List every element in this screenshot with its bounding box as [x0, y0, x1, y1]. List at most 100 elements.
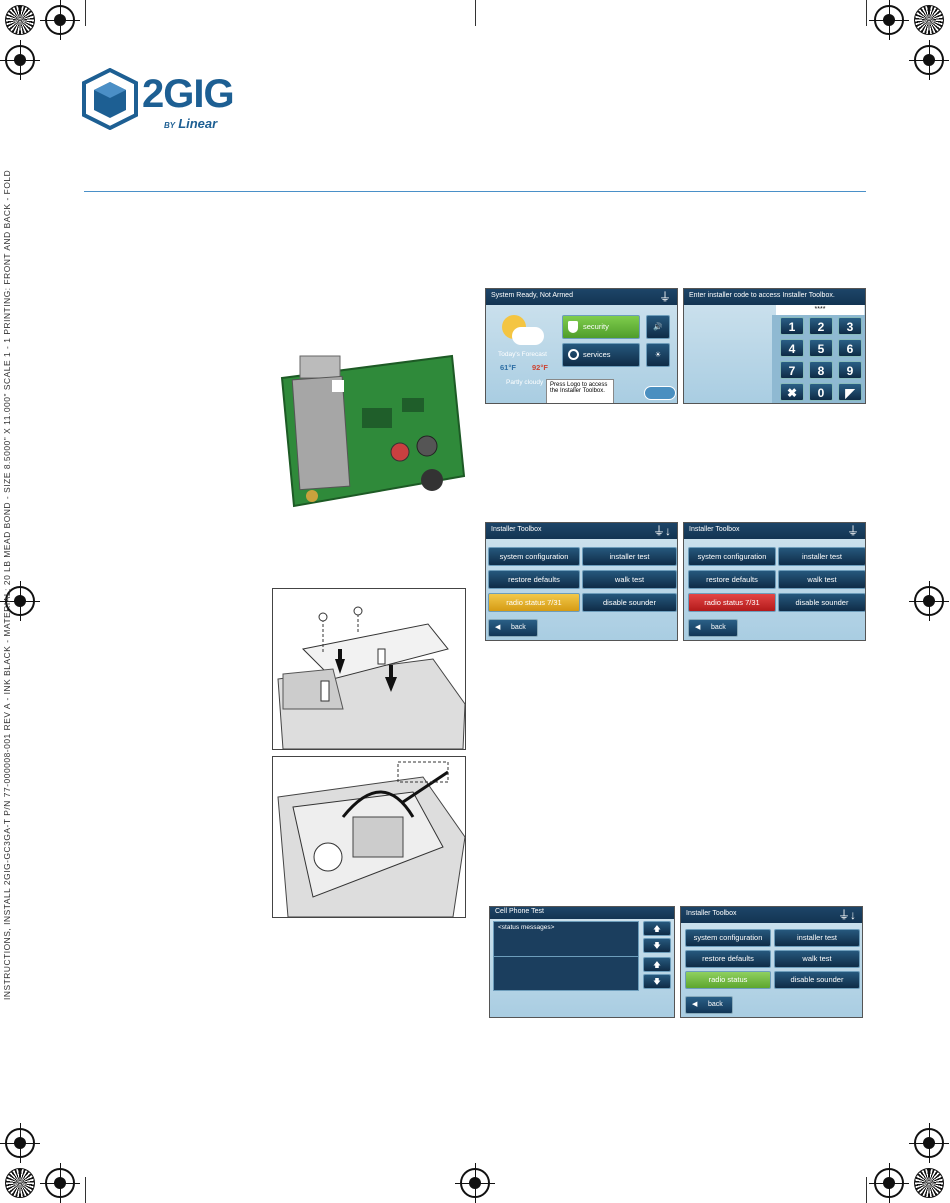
key-3[interactable]: 3: [838, 317, 862, 335]
registration-mark: [869, 1163, 909, 1203]
backspace-key-icon[interactable]: ◤: [838, 383, 862, 401]
trim-line: [866, 1177, 867, 1203]
toolbox-title-bar: Installer Toolbox ⏚↓: [486, 523, 677, 539]
installer-test-button[interactable]: installer test: [582, 547, 677, 566]
status-messages-panel: <status messages>: [493, 921, 639, 991]
cell-test-title-bar: Cell Phone Test: [490, 907, 674, 919]
keypad-title-bar: Enter installer code to access Installer…: [684, 289, 865, 305]
circuit-board-photo: [272, 348, 466, 512]
logo-by: BY: [164, 121, 176, 130]
keypad-prompt: Enter installer code to access Installer…: [689, 292, 835, 299]
toolbox-title: Installer Toolbox: [491, 526, 542, 533]
system-configuration-button[interactable]: system configuration: [685, 929, 771, 947]
walk-test-button[interactable]: walk test: [774, 950, 860, 968]
walk-test-button[interactable]: walk test: [582, 570, 677, 589]
radio-status-button[interactable]: radio status 7/31: [688, 593, 776, 612]
code-field[interactable]: ****: [776, 305, 864, 315]
installer-test-button[interactable]: installer test: [774, 929, 860, 947]
disable-sounder-button[interactable]: disable sounder: [778, 593, 865, 612]
security-label: security: [583, 322, 609, 331]
cell-test-title: Cell Phone Test: [495, 908, 544, 915]
registration-mark: [0, 1123, 40, 1163]
services-icon: [568, 349, 579, 360]
key-4[interactable]: 4: [780, 339, 804, 357]
cell-phone-test-screen: Cell Phone Test <status messages> 🡅 🡇 🡅 …: [489, 906, 675, 1018]
plug-download-icon: ⏚↓: [837, 908, 856, 922]
installation-illustration-board: [272, 588, 466, 750]
trim-line: [475, 0, 476, 26]
radio-status-button[interactable]: radio status: [685, 971, 771, 989]
plug-icon: ⏚: [658, 290, 671, 304]
walk-test-button[interactable]: walk test: [778, 570, 865, 589]
restore-defaults-button[interactable]: restore defaults: [685, 950, 771, 968]
radio-status-value: 7/31: [547, 598, 562, 607]
temp-low: 61°F: [500, 363, 516, 372]
code-mask: ****: [814, 306, 826, 313]
radio-status-button[interactable]: radio status 7/31: [488, 593, 580, 612]
home-status-bar: System Ready, Not Armed ⏚: [486, 289, 677, 305]
keypad-screen: Enter installer code to access Installer…: [683, 288, 866, 404]
trim-line: [85, 0, 86, 26]
back-button[interactable]: back: [688, 619, 738, 637]
brightness-button[interactable]: ☀: [646, 343, 670, 367]
back-button[interactable]: back: [685, 996, 733, 1014]
key-6[interactable]: 6: [838, 339, 862, 357]
toolbox-title-bar: Installer Toolbox ⏚↓: [681, 907, 862, 923]
scroll-down-icon[interactable]: 🡇: [643, 938, 671, 953]
key-0[interactable]: 0: [809, 383, 833, 401]
registration-sunburst: [5, 1168, 35, 1198]
key-8[interactable]: 8: [809, 361, 833, 379]
registration-sunburst: [914, 1168, 944, 1198]
logo-linear: Linear: [178, 116, 218, 131]
temp-high: 92°F: [532, 363, 548, 372]
system-status: System Ready, Not Armed: [491, 292, 573, 299]
home-screen: System Ready, Not Armed ⏚ Today's Foreca…: [485, 288, 678, 404]
disable-sounder-button[interactable]: disable sounder: [582, 593, 677, 612]
disable-sounder-button[interactable]: disable sounder: [774, 971, 860, 989]
toolbox-title-bar: Installer Toolbox ⏚: [684, 523, 865, 539]
registration-mark: [0, 40, 40, 80]
back-button[interactable]: back: [488, 619, 538, 637]
logo-brand: 2GIG: [142, 72, 235, 116]
system-configuration-button[interactable]: system configuration: [488, 547, 580, 566]
scroll-up-icon[interactable]: 🡅: [643, 921, 671, 936]
trim-line: [85, 1177, 86, 1203]
scroll-up-icon[interactable]: 🡅: [643, 957, 671, 972]
registration-sunburst: [914, 5, 944, 35]
tooltip-line2: the Installer Toolbox.: [550, 388, 605, 394]
registration-sunburst: [5, 5, 35, 35]
registration-mark: [455, 1163, 495, 1203]
volume-button[interactable]: 🔊: [646, 315, 670, 339]
status-messages: <status messages>: [498, 924, 555, 931]
2gig-logo-button[interactable]: [644, 386, 676, 400]
print-spec-text: INSTRUCTIONS, INSTALL 2GIG-GC3GA-T P/N 7…: [2, 169, 12, 1000]
plug-download-icon: ⏚↓: [652, 524, 671, 538]
registration-mark: [909, 581, 949, 621]
toolbox-screen-green: Installer Toolbox ⏚↓ system configuratio…: [680, 906, 863, 1018]
clear-key-icon[interactable]: ✖: [780, 383, 804, 401]
registration-mark: [909, 1123, 949, 1163]
system-configuration-button[interactable]: system configuration: [688, 547, 776, 566]
scroll-down-icon[interactable]: 🡇: [643, 974, 671, 989]
registration-mark: [40, 1163, 80, 1203]
key-1[interactable]: 1: [780, 317, 804, 335]
key-2[interactable]: 2: [809, 317, 833, 335]
registration-mark: [0, 581, 40, 621]
key-7[interactable]: 7: [780, 361, 804, 379]
key-9[interactable]: 9: [838, 361, 862, 379]
installer-test-button[interactable]: installer test: [778, 547, 865, 566]
forecast-label: Today's Forecast: [498, 351, 547, 358]
restore-defaults-button[interactable]: restore defaults: [488, 570, 580, 589]
cube-icon: [82, 68, 138, 130]
registration-mark: [40, 0, 80, 40]
trim-line: [866, 0, 867, 26]
restore-defaults-button[interactable]: restore defaults: [688, 570, 776, 589]
radio-status-label: radio status: [506, 598, 546, 607]
registration-mark: [909, 40, 949, 80]
key-5[interactable]: 5: [809, 339, 833, 357]
header-rule: [84, 191, 866, 192]
plug-icon: ⏚: [846, 524, 859, 538]
tooltip-line1: Press Logo to access: [550, 382, 608, 388]
radio-status-label: radio status: [704, 598, 744, 607]
services-label: services: [583, 350, 611, 359]
